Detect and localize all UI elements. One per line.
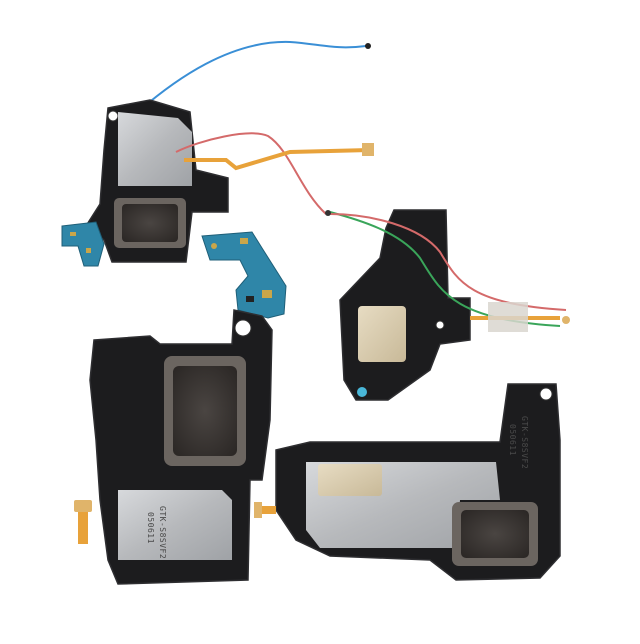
blue-antenna-wire xyxy=(139,40,367,111)
lower-left-speaker-module: GTK-S8SVF2 050611 xyxy=(74,309,273,585)
lower-left-metal-plate xyxy=(118,490,232,560)
lower-right-gold-pad xyxy=(318,464,382,496)
left-blue-flex-pcb xyxy=(201,231,287,319)
flex-connector-pad xyxy=(362,143,374,156)
orange-flex-tab xyxy=(78,500,88,544)
lower-right-label-line1: GTK-S8SVF2 xyxy=(520,416,529,469)
orange-flex-cable xyxy=(184,148,371,171)
top-left-metal-plate xyxy=(118,112,192,186)
mount-hole xyxy=(539,387,553,401)
orange-flex-tab-right xyxy=(258,506,276,514)
small-blue-pcb xyxy=(61,221,105,267)
mount-hole xyxy=(107,110,119,122)
right-middle-speaker-module xyxy=(325,209,570,401)
red-coax-wire-right xyxy=(329,213,567,311)
lower-left-label-line1: GTK-S8SVF2 xyxy=(158,506,167,559)
flex-clip xyxy=(488,302,528,332)
blue-indicator xyxy=(357,387,367,397)
right-middle-metal-plate xyxy=(358,306,406,362)
lower-right-label-line2: 050611 xyxy=(508,424,517,456)
lower-left-label-line2: 050611 xyxy=(146,512,155,544)
lower-right-speaker-module: GTK-S8SVF2 050611 xyxy=(254,383,561,581)
right-middle-housing xyxy=(339,209,471,401)
mount-hole xyxy=(234,319,252,337)
top-left-speaker-module xyxy=(61,40,374,267)
mount-hole xyxy=(435,320,445,330)
red-coax-wire xyxy=(175,132,327,215)
antenna-connector xyxy=(365,43,371,49)
